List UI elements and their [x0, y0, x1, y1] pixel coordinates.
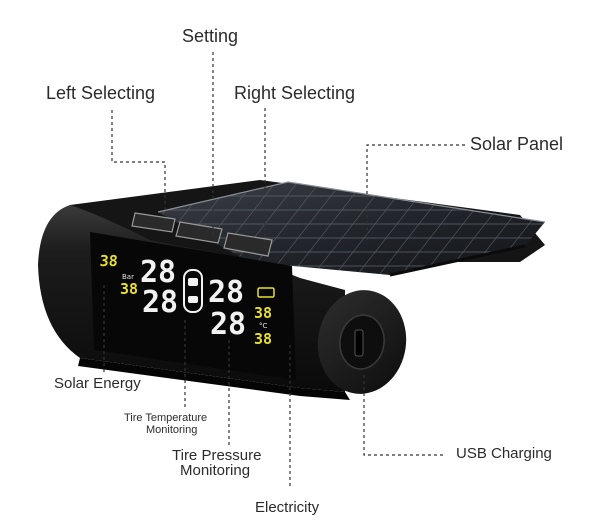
label-tire-temperature-1: Tire Temperature [124, 412, 208, 424]
label-tire-pressure-2: Monitoring [180, 462, 251, 479]
battery-icon [257, 287, 275, 298]
lcd-unit-celsius: °C [259, 322, 268, 330]
label-solar-energy: Solar Energy [54, 375, 141, 392]
buttons [131, 212, 273, 257]
line-solar-panel [366, 144, 465, 240]
label-left-selecting: Left Selecting [46, 83, 156, 103]
callout-lines [103, 52, 465, 488]
lcd-unit-bar: Bar [122, 273, 134, 281]
lcd-big-bottom-right: 28 [210, 307, 246, 342]
lcd-big-top-right: 28 [208, 275, 244, 310]
lcd-right-small-bottom: 38 [254, 330, 272, 348]
label-solar-panel: Solar Panel [470, 134, 564, 154]
lcd-big-top-left: 28 [140, 255, 176, 290]
lcd-display: 38 Bar 38 28 28 28 28 38 °C 38 [99, 252, 275, 348]
lcd-left-small-top: 38 [99, 252, 118, 270]
lcd-left-small-bottom: 38 [120, 280, 138, 298]
line-usb-charging [363, 375, 445, 456]
lcd-big-bottom-left: 28 [142, 285, 178, 320]
label-setting: Setting [182, 26, 239, 46]
line-left-selecting [111, 110, 166, 220]
car-icon [183, 269, 203, 313]
label-tire-pressure-1: Tire Pressure [172, 447, 262, 464]
label-usb-charging: USB Charging [456, 445, 552, 462]
label-electricity: Electricity [255, 499, 320, 516]
usb-port [354, 329, 364, 357]
label-tire-temperature-2: Monitoring [146, 424, 198, 436]
display-bezel [90, 232, 296, 380]
label-right-selecting: Right Selecting [234, 83, 356, 103]
lcd-right-small-top: 38 [254, 304, 272, 322]
